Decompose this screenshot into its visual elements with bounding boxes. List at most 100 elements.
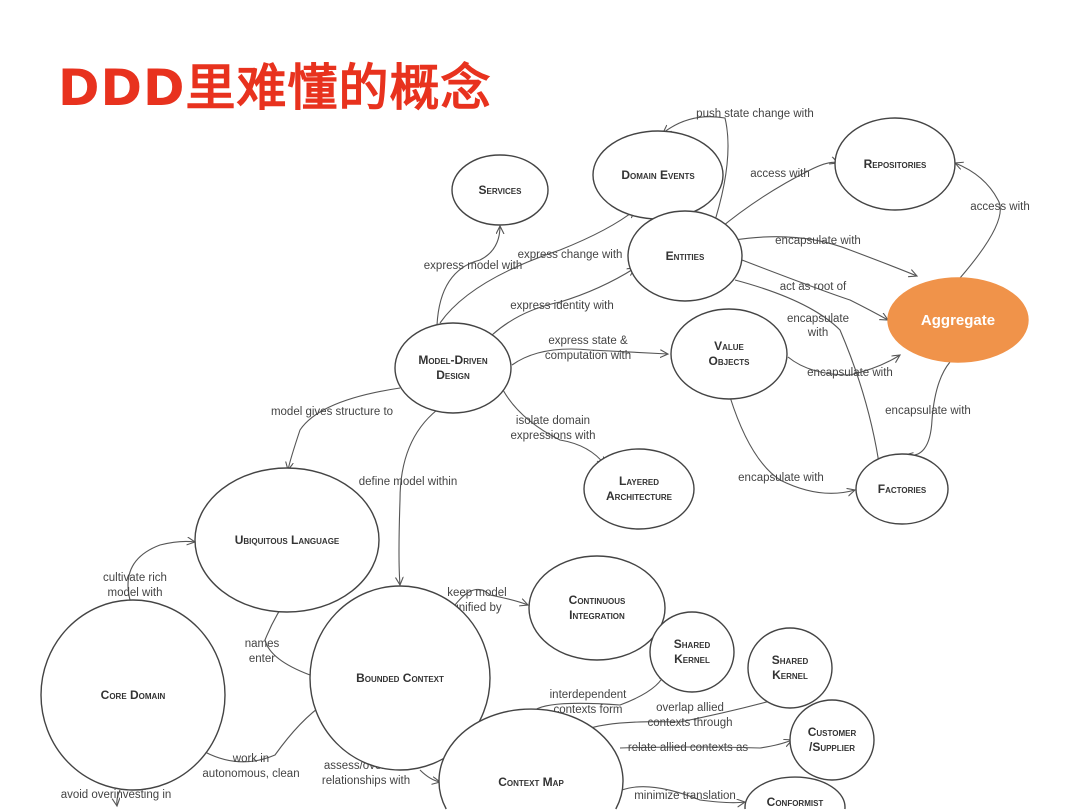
- node-aggregate[interactable]: Aggregate: [887, 277, 1029, 363]
- svg-text:act as root of: act as root of: [780, 281, 847, 293]
- edge-label: encapsulate with: [738, 472, 824, 484]
- edge-entities-encapsulate-aggregate: [733, 236, 917, 276]
- node-label: Objects: [709, 354, 751, 368]
- edge-label: define model within: [359, 476, 457, 488]
- svg-text:express model with: express model with: [424, 260, 522, 272]
- edge-cm-overlap-allied: [584, 695, 792, 731]
- edge-label: encapsulate: [787, 313, 849, 325]
- svg-text:encapsulate with: encapsulate with: [775, 235, 861, 247]
- edge-label: unified by: [452, 602, 501, 614]
- edge-label: encapsulate with: [775, 235, 861, 247]
- node-entities[interactable]: Entities: [627, 210, 743, 302]
- edge-bc-assess-overview: [419, 769, 440, 782]
- node-label: Kernel: [674, 652, 710, 666]
- edge-core-cultivate-rich: [127, 541, 195, 601]
- edge-label: model gives structure to: [271, 406, 393, 418]
- edge-mdd-express-model: [436, 226, 500, 326]
- svg-text:encapsulate with: encapsulate with: [885, 405, 971, 417]
- node-label: Shared: [772, 653, 809, 667]
- edge-label: keep model: [447, 587, 506, 599]
- edge-label: contexts form: [553, 704, 622, 716]
- svg-text:encapsulate with: encapsulate with: [738, 472, 824, 484]
- node-label: Core Domain: [101, 688, 166, 702]
- svg-text:encapsulate with: encapsulate with: [807, 367, 893, 379]
- node-label: Kernel: [772, 668, 808, 682]
- edge-label: express model with: [424, 260, 522, 272]
- node-customer-supplier[interactable]: Customer/Supplier: [789, 699, 875, 781]
- node-ubiquitous-language[interactable]: Ubiquitous Language: [194, 467, 380, 613]
- node-conformist[interactable]: Conformist: [744, 776, 846, 810]
- edge-label: cultivate rich: [103, 572, 167, 584]
- node-label: Context Map: [498, 775, 564, 789]
- edge-mdd-define-model-within: [399, 409, 438, 585]
- svg-text:express identity with: express identity with: [510, 300, 614, 312]
- edge-vo-encapsulate-aggregate: [787, 355, 900, 376]
- edge-label: interdependent: [550, 689, 628, 701]
- node-factories[interactable]: Factories: [855, 453, 949, 525]
- edge-label: isolate domain: [516, 415, 590, 427]
- edge-label: encapsulate with: [807, 367, 893, 379]
- node-bounded-context[interactable]: Bounded Context: [309, 585, 491, 771]
- node-label: /Supplier: [809, 740, 855, 754]
- node-repositories[interactable]: Repositories: [834, 117, 956, 211]
- edge-mdd-express-state: [511, 348, 668, 366]
- svg-text:define model within: define model within: [359, 476, 457, 488]
- edge-label: push state change with: [696, 108, 814, 120]
- node-services[interactable]: Services: [451, 154, 549, 226]
- edge-cm-relate-allied: [619, 740, 792, 749]
- node-label: Repositories: [864, 157, 927, 171]
- node-core-domain[interactable]: Core Domain: [40, 599, 226, 791]
- node-label: Integration: [569, 608, 625, 622]
- svg-text:express state &computation wit: express state &computation with: [545, 335, 631, 362]
- edge-label: expressions with: [510, 430, 595, 442]
- node-label: Ubiquitous Language: [235, 533, 340, 547]
- edge-core-avoid-overinvesting: [117, 789, 120, 806]
- edge-label: enter: [249, 653, 275, 665]
- edge-mdd-express-identity: [491, 268, 635, 336]
- edge-label: contexts through: [647, 717, 732, 729]
- edge-label: work in: [232, 753, 269, 765]
- node-label: Value: [714, 339, 744, 353]
- svg-text:access with: access with: [750, 168, 809, 180]
- node-label: Continuous: [569, 593, 626, 607]
- node-label: Layered: [619, 474, 659, 488]
- edge-label: encapsulate with: [885, 405, 971, 417]
- svg-text:avoid overinvesting in: avoid overinvesting in: [61, 789, 172, 801]
- node-label: Design: [436, 368, 470, 382]
- edge-cm-interdependent: [534, 672, 665, 711]
- node-domain-events[interactable]: Domain Events: [592, 130, 724, 220]
- edge-label: model with: [108, 587, 163, 599]
- edge-label: relate allied contexts as: [628, 742, 748, 754]
- edge-label: relationships with: [322, 775, 410, 787]
- edge-core-work-in: [204, 703, 325, 763]
- edge-labels: push state change with access with acces…: [61, 108, 1030, 802]
- node-label: Aggregate: [921, 312, 995, 329]
- node-label: Domain Events: [621, 168, 695, 182]
- edge-bc-keep-model-unified: [454, 588, 528, 605]
- edge-label: express change with: [518, 249, 623, 261]
- edge-label: express state &: [548, 335, 628, 347]
- edge-label: with: [807, 327, 828, 339]
- edge-label: minimize translation: [634, 790, 736, 802]
- svg-text:model gives structure to: model gives structure to: [271, 406, 393, 418]
- node-context-map[interactable]: Context Map: [438, 708, 624, 810]
- edge-entities-encapsulate-factories: [734, 279, 880, 470]
- svg-text:access with: access with: [970, 201, 1029, 213]
- svg-text:express change with: express change with: [518, 249, 623, 261]
- node-label: Bounded Context: [356, 671, 444, 685]
- edge-label: names: [245, 638, 280, 650]
- node-label: Customer: [808, 725, 857, 739]
- node-label: Model-Driven: [418, 353, 488, 367]
- edge-label: overlap allied: [656, 702, 724, 714]
- node-label: Services: [479, 183, 523, 197]
